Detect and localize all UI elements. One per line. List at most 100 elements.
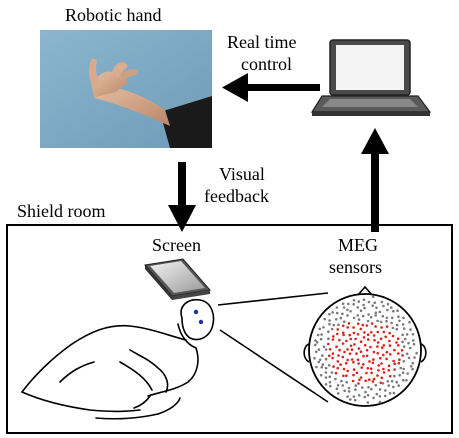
sensor-dot-active [366,338,370,341]
sensor-dot [314,343,317,347]
sensor-dot [407,356,411,360]
sensor-dot [411,333,415,336]
sensor-dot [395,380,399,384]
sensor-dot-active [357,382,360,385]
sensor-dot [327,337,330,341]
sensor-dot [347,302,350,306]
sensor-dot [361,314,365,318]
sensor-dot-active [346,326,350,329]
sensor-dot [378,400,382,404]
arrow-control [222,73,320,102]
sensor-dot-active [376,345,379,348]
sensor-dot-active [358,378,361,382]
sensor-dot [395,327,399,331]
sensor-dot [315,365,318,369]
sensor-dot-active [370,322,374,325]
sensor-dot [359,309,363,313]
sensor-dot-active [353,343,356,346]
sensor-dot-active [360,366,364,369]
sensor-dot-active [380,362,383,365]
sensor-dot [412,339,415,342]
sensor-dot [386,302,390,306]
sensor-dot [347,390,351,393]
sensor-dot [363,395,367,399]
sensor-dot [319,373,323,377]
sensor-dot-active [392,359,395,363]
sensor-dot [386,308,389,312]
sensor-dot [313,356,316,360]
sensor-dot-active [379,337,383,341]
screen-icon [144,258,211,300]
sensor-dot [399,366,403,370]
sensor-dot [366,394,370,397]
sensor-dot [403,337,407,341]
sensor-dot-active [342,331,345,335]
sensor-dot-active [376,374,379,377]
sensor-dot-active [391,334,395,338]
sensor-dot [412,342,416,346]
sensor-dot-active [397,352,400,355]
sensor-dot [397,315,400,319]
sensor-dot [405,352,409,356]
sensor-dot [346,308,349,312]
sensor-dot-active [380,326,383,329]
sensor-dot [371,295,375,299]
sensor-dot-active [349,344,353,348]
sensor-dot [408,320,411,324]
sensor-dot [382,304,385,308]
sensor-dot-active [332,335,335,338]
sensor-dot [405,333,409,336]
sensor-dot [367,313,370,316]
sensor-dot [341,384,345,387]
sensor-dot-active [346,358,349,362]
sensor-dot-active [372,350,376,354]
sensor-dot [411,361,415,365]
sensor-dot [352,303,355,306]
sensor-dot-active [334,371,338,375]
sensor-dot [342,306,346,309]
sensor-dot-active [352,331,356,335]
sensor-dot [401,340,404,344]
sensor-dot [330,371,334,374]
sensor-dot-active [376,352,380,355]
screen-label: Screen [152,235,201,255]
sensor-dot-active [380,376,384,380]
sensor-dot [353,398,357,402]
sensor-dot-active [354,337,357,341]
arrow-meg-to-laptop [361,128,389,232]
sensor-dot [396,309,399,313]
sensor-dot-active [359,340,363,344]
sensor-dot [390,316,394,320]
sensor-dot-active [341,342,345,345]
sensor-dot-active [362,363,365,366]
sensor-dot [324,371,328,374]
sensor-dot-active [388,331,391,335]
visual-feedback-label-line1: Visual [219,164,265,184]
sensor-dot [415,351,418,355]
sensor-dot-active [345,339,348,343]
sensor-dot [327,330,330,334]
sensor-dot [409,365,413,368]
sensor-dot [324,357,328,361]
sensor-dot [354,384,358,387]
sensor-dot [354,388,357,391]
sensor-dot [324,366,328,370]
sensor-dot-active [338,348,341,352]
sensor-dot [402,360,406,363]
sensor-dot-active [346,369,350,373]
sensor-dot-active [387,364,391,368]
sensor-dot [375,392,379,396]
sensor-dot [378,310,382,314]
sensor-dot [401,323,405,326]
sensor-dot-active [328,354,331,358]
sensor-dot [364,390,367,394]
sensor-dot-active [336,332,339,336]
sensor-dot-active [372,358,375,361]
sensor-dot-active [328,348,332,351]
sensor-dot-active [363,331,366,334]
sensor-dot [335,387,339,391]
sensor-dot-active [365,324,369,327]
sensor-dot-active [332,365,335,368]
sensor-dot [361,386,364,389]
